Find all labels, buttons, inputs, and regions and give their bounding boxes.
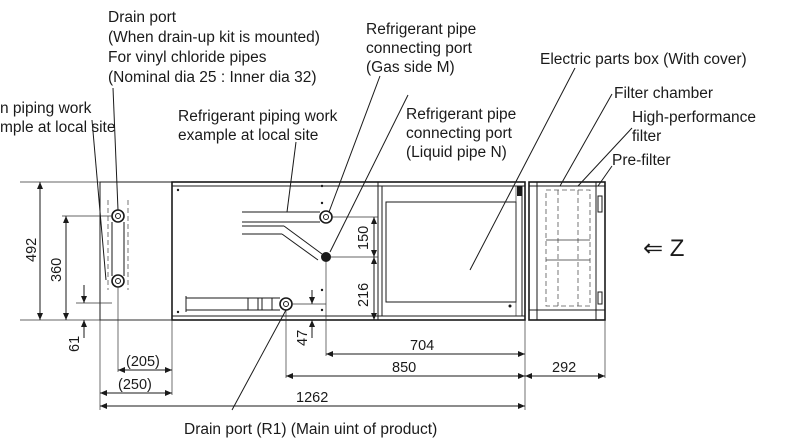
- dim-61: 61: [67, 336, 83, 352]
- label-refrigerant-piping-2: example at local site: [178, 127, 318, 144]
- label-drain-piping-2: mple at local site: [0, 119, 115, 136]
- label-drain-piping-1: n piping work: [0, 100, 92, 117]
- drain-port-r1: [185, 296, 293, 312]
- label-drain-port-2: (When drain-up kit is mounted): [108, 29, 320, 46]
- label-drain-port-4: (Nominal dia 25 : Inner dia 32): [108, 69, 317, 86]
- view-z-label: ⇐ Z: [643, 235, 684, 262]
- label-pre-filter: Pre-filter: [612, 152, 671, 169]
- label-refrigerant-gas-1: Refrigerant pipe: [366, 21, 476, 38]
- label-hp-filter-2: filter: [632, 128, 661, 145]
- label-drain-port-3: For vinyl chloride pipes: [108, 49, 267, 66]
- label-filter-chamber: Filter chamber: [614, 85, 713, 102]
- label-electric-parts-box: Electric parts box (With cover): [540, 51, 747, 68]
- drain-piping: [107, 200, 129, 290]
- dimension-values: 492 360 61 150 216 47 (205) (250) 704 85…: [24, 226, 576, 406]
- dim-850: 850: [392, 360, 416, 376]
- dim-205: (205): [126, 354, 160, 370]
- dim-150: 150: [356, 226, 372, 250]
- label-refrigerant-gas-2: connecting port: [366, 40, 473, 57]
- dimension-lines: [37, 182, 606, 410]
- label-refrigerant-gas-3: (Gas side M): [366, 59, 455, 76]
- dim-492: 492: [24, 238, 40, 262]
- dim-250: (250): [118, 377, 152, 393]
- label-refrigerant-liquid-2: connecting port: [406, 125, 513, 142]
- label-hp-filter-1: High-performance: [632, 109, 756, 126]
- electric-parts-box: [381, 185, 523, 317]
- dim-216: 216: [356, 283, 372, 307]
- refrigerant-piping: [242, 210, 333, 262]
- leader-lines: [91, 67, 633, 411]
- dim-360: 360: [49, 258, 65, 282]
- dim-292: 292: [552, 360, 576, 376]
- label-refrigerant-piping-1: Refrigerant piping work: [178, 108, 338, 125]
- label-drain-port-r1: Drain port (R1) (Main uint of product): [184, 421, 437, 438]
- label-drain-port-1: Drain port: [108, 9, 177, 26]
- label-refrigerant-liquid-1: Refrigerant pipe: [406, 106, 516, 123]
- labels: Drain port (When drain-up kit is mounted…: [0, 9, 756, 438]
- label-refrigerant-liquid-3: (Liquid pipe N): [406, 144, 507, 161]
- dim-47: 47: [295, 330, 311, 346]
- dim-1262: 1262: [296, 390, 328, 406]
- filter-chamber: [528, 181, 606, 321]
- dim-704: 704: [410, 338, 434, 354]
